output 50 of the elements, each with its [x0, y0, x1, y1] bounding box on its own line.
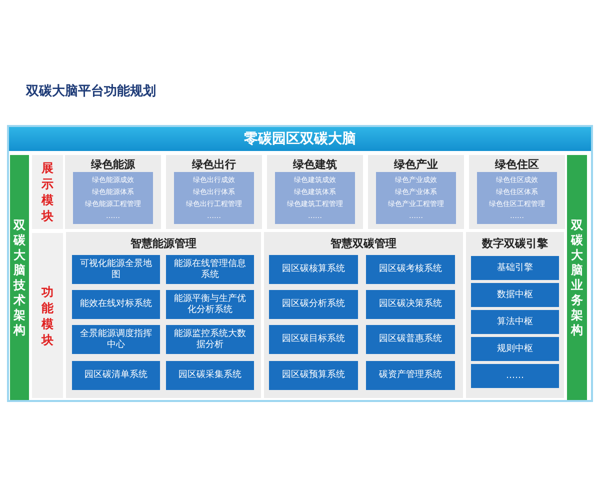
panel-heading: 数字双碳引擎 — [480, 236, 549, 251]
process-box: …… — [471, 364, 559, 388]
card-panel — [368, 155, 464, 229]
card-panel — [166, 155, 262, 229]
group-panel — [264, 232, 463, 398]
process-box: 园区碳采集系统 — [166, 361, 254, 390]
process-box: 能效在线对标系统 — [72, 290, 160, 319]
side-bar — [567, 155, 587, 400]
panel-heading: 绿色出行 — [190, 157, 237, 172]
process-box: 园区碳决策系统 — [366, 290, 455, 319]
vertical-label: 功能模块 — [41, 284, 54, 348]
panel-heading: 绿色建筑 — [292, 157, 338, 172]
process-box: 园区碳普惠系统 — [366, 325, 455, 354]
panel-heading: 智慧双碳管理 — [330, 236, 398, 251]
header-bar: 零碳园区双碳大脑 — [9, 127, 591, 151]
list-panel — [477, 172, 557, 224]
process-box: 园区碳目标系统 — [269, 325, 358, 354]
process-box: 算法中枢 — [471, 310, 559, 334]
process-box: 能源平衡与生产优化分析系统 — [166, 290, 254, 319]
process-box: 能源监控系统大数据分析 — [166, 325, 254, 354]
list-panel — [174, 172, 254, 224]
card-panel — [267, 155, 363, 229]
card-panel — [469, 155, 565, 229]
panel-heading: 绿色能源 — [90, 157, 136, 172]
list-panel — [73, 172, 153, 224]
process-box: 园区碳预算系统 — [269, 361, 358, 390]
vertical-label: 展示模块 — [41, 160, 54, 224]
diagram-title: 双碳大脑平台功能规划 — [26, 82, 156, 100]
process-box: 园区碳清单系统 — [72, 361, 160, 390]
process-box: 碳资产管理系统 — [366, 361, 455, 390]
panel-heading: 绿色产业 — [392, 157, 439, 172]
side-bar — [10, 155, 29, 400]
process-box: 可视化能源全景地图 — [72, 255, 160, 284]
process-box: 规则中枢 — [471, 337, 559, 361]
process-box: 园区碳分析系统 — [269, 290, 358, 319]
panel-heading: 智慧能源管理 — [130, 236, 198, 251]
process-box: 全景能源调度指挥中心 — [72, 325, 160, 354]
process-box: 园区碳核算系统 — [269, 255, 358, 284]
group-panel — [66, 232, 261, 398]
card-panel — [65, 155, 161, 229]
vertical-label: 双碳大脑技术架构 — [13, 218, 26, 338]
list-panel — [275, 172, 355, 224]
panel-heading: 绿色住区 — [494, 157, 540, 172]
list-panel — [376, 172, 456, 224]
process-box: 能源在线管理信息系统 — [166, 255, 254, 284]
process-box: 数据中枢 — [471, 283, 559, 307]
vertical-label: 双碳大脑业务架构 — [570, 218, 584, 338]
process-box: 基础引擎 — [471, 256, 559, 280]
process-box: 园区碳考核系统 — [366, 255, 455, 284]
group-panel — [466, 232, 564, 398]
